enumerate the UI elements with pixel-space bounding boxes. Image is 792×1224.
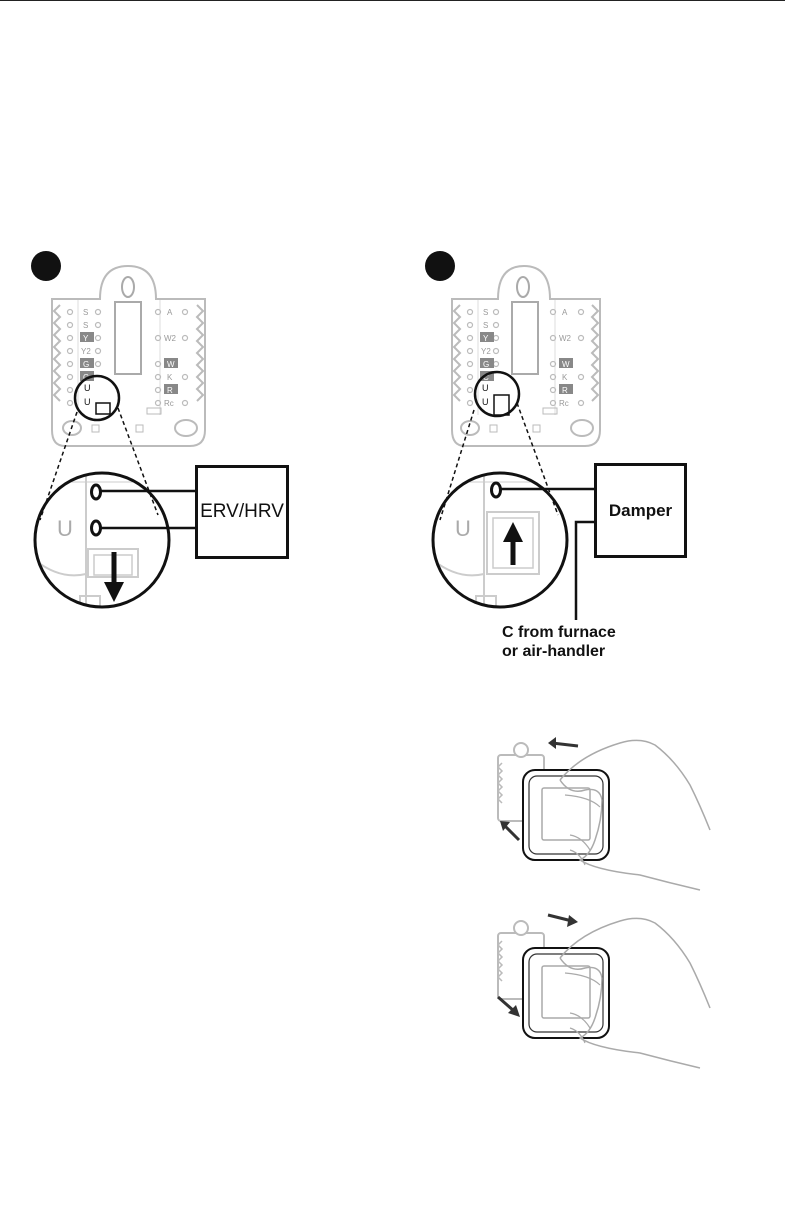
terminal-label: Rc: [164, 399, 174, 408]
erv-hrv-box: ERV/HRV: [195, 465, 289, 559]
terminal-label: W: [167, 360, 175, 369]
terminal-label: S: [83, 308, 88, 317]
terminal-label: K: [562, 373, 568, 382]
wallplate-illustration: S S Y Y2 G C A W2 W K R Rc U U: [0, 0, 400, 680]
terminal-label: G: [83, 360, 89, 369]
terminal-label: U: [84, 383, 91, 393]
terminal-label: A: [562, 308, 568, 317]
terminal-label: W2: [559, 334, 572, 343]
terminal-label: R: [167, 386, 173, 395]
terminal-label: U: [482, 397, 489, 407]
terminal-label: S: [83, 321, 88, 330]
zoom-terminal-label: U: [455, 516, 471, 541]
thermostat-removal-illustration: [490, 725, 720, 895]
terminal-label: K: [167, 373, 173, 382]
erv-hrv-label: ERV/HRV: [200, 501, 284, 523]
c-wire-caption-line2: or air-handler: [502, 642, 616, 661]
terminal-label: S: [483, 321, 488, 330]
terminal-label: Y: [83, 334, 89, 343]
wallplate-illustration: S S Y Y2 G C A W2 W K R Rc U U: [400, 0, 792, 680]
damper-label: Damper: [609, 501, 672, 521]
terminal-label: Y2: [481, 347, 491, 356]
terminal-label: A: [167, 308, 173, 317]
c-wire-caption: C from furnace or air-handler: [502, 623, 616, 661]
terminal-label: U: [84, 397, 91, 407]
terminal-label: Rc: [559, 399, 569, 408]
terminal-label: Y: [483, 334, 489, 343]
terminal-label: G: [483, 360, 489, 369]
damper-box: Damper: [594, 463, 687, 558]
terminal-label: R: [562, 386, 568, 395]
erv-hrv-wiring-diagram: S S Y Y2 G C A W2 W K R Rc U U: [0, 0, 400, 680]
zoom-terminal-label: U: [57, 516, 73, 541]
terminal-label: U: [482, 383, 489, 393]
terminal-label: S: [483, 308, 488, 317]
terminal-label: Y2: [81, 347, 91, 356]
thermostat-install-illustration: [490, 905, 720, 1075]
terminal-label: W2: [164, 334, 177, 343]
c-wire-caption-line1: C from furnace: [502, 623, 616, 642]
terminal-label: W: [562, 360, 570, 369]
damper-wiring-diagram: S S Y Y2 G C A W2 W K R Rc U U: [400, 0, 792, 680]
